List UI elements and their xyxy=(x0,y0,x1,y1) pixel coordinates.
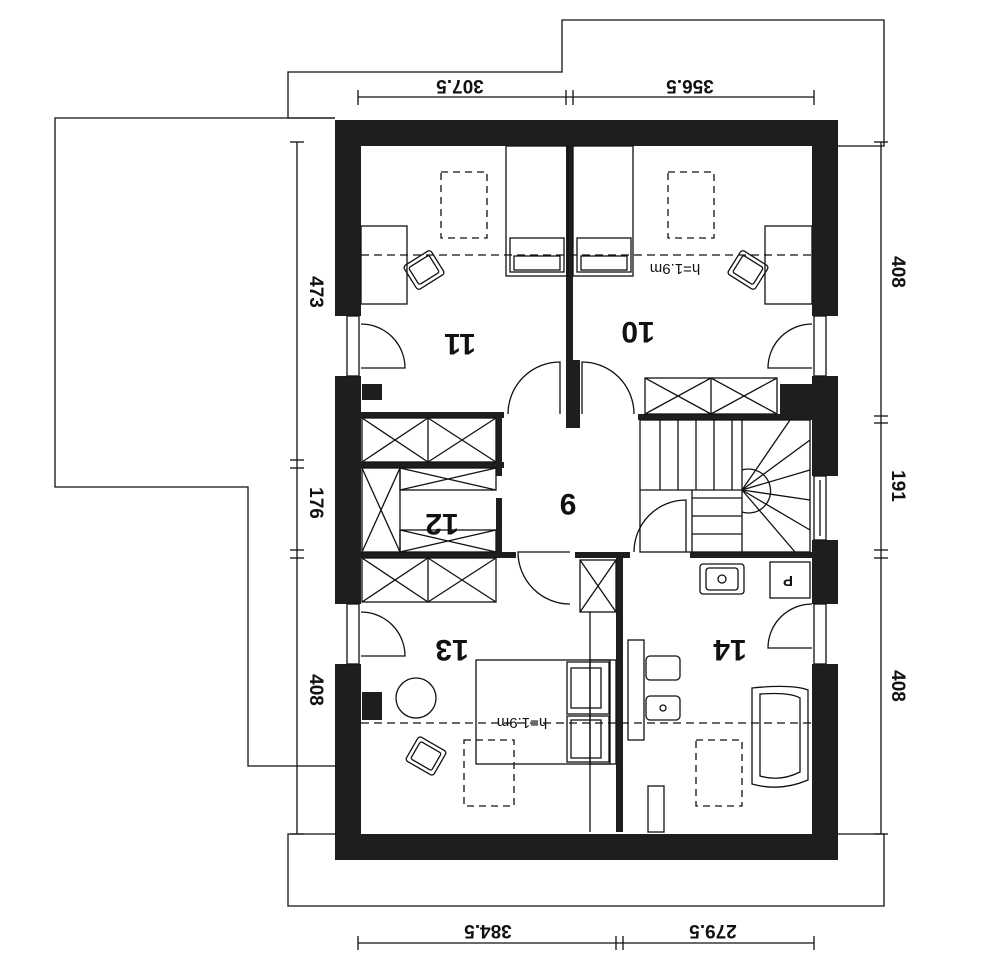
dimension-lines xyxy=(290,90,888,950)
exterior-walls xyxy=(335,120,838,860)
windows xyxy=(346,315,827,665)
staircase xyxy=(639,419,811,553)
boiler-label: P xyxy=(783,572,793,589)
furniture-upper xyxy=(360,145,813,305)
dim-bottom-left: 384.5 xyxy=(464,920,512,941)
dim-left-bottom: 408 xyxy=(305,674,326,706)
doors xyxy=(360,323,813,657)
room-12-label: 12 xyxy=(425,507,458,540)
interior-walls xyxy=(361,146,812,832)
room-11-label: 11 xyxy=(444,327,476,360)
dim-right-top: 408 xyxy=(887,256,908,288)
dim-right-bottom: 408 xyxy=(887,670,908,702)
dim-bottom-right: 279.5 xyxy=(689,920,737,941)
room-14-label: 14 xyxy=(713,633,747,666)
dim-left-middle: 176 xyxy=(305,487,326,519)
height-limit-lines xyxy=(361,254,812,724)
wardrobes xyxy=(361,377,778,832)
room-10-label: 10 xyxy=(621,315,654,348)
room-9-label: 9 xyxy=(560,487,577,520)
dim-left-top: 473 xyxy=(305,276,326,308)
dim-top-right: 356.5 xyxy=(666,75,714,96)
dim-right-middle: 191 xyxy=(887,470,908,502)
height-note-lower: h=1.9m xyxy=(497,714,547,731)
dim-top-left: 307.5 xyxy=(436,75,484,96)
room-13-label: 13 xyxy=(435,633,468,666)
height-note-upper: h=1.9m xyxy=(650,260,700,277)
furniture-lower xyxy=(395,561,811,833)
